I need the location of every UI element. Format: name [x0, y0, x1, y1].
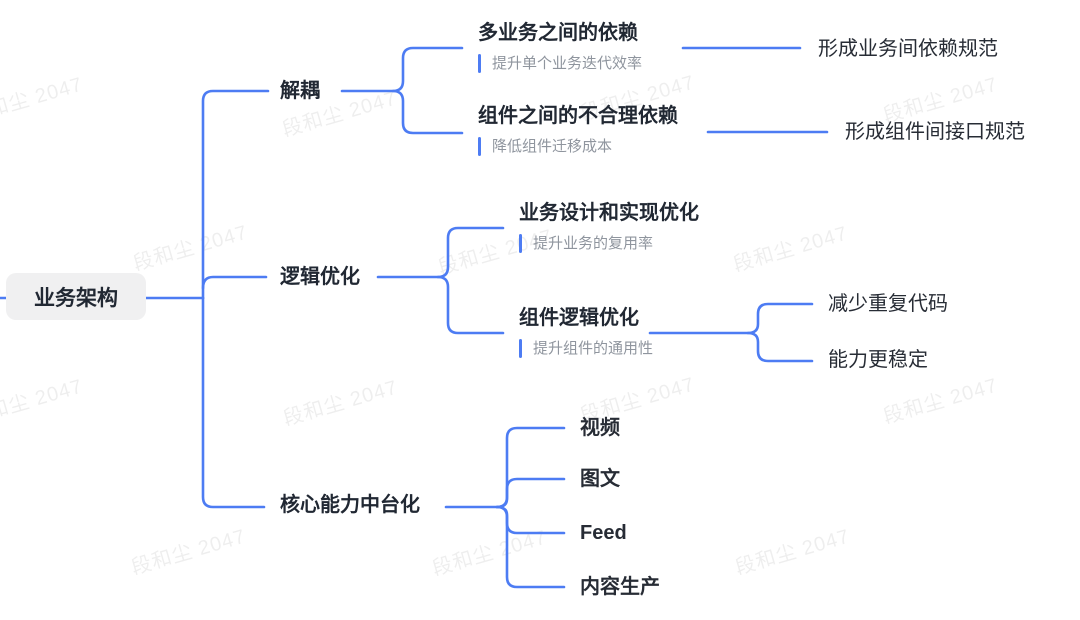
node-jieou[interactable]: 解耦 [280, 80, 320, 102]
node-note: 降低组件迁移成本 [478, 136, 678, 157]
connector-luoji-zujianluoji [436, 275, 505, 335]
node-guifan-zujian[interactable]: 形成组件间接口规范 [845, 121, 1025, 143]
note-text: 提升单个业务迭代效率 [492, 55, 643, 72]
connector-zujianluoji-nengli [746, 331, 814, 363]
note-bar-icon [478, 137, 481, 156]
connector-jieou-zujianyilai [391, 89, 464, 135]
node-title: 业务设计和实现优化 [519, 202, 699, 224]
node-title: 组件逻辑优化 [519, 307, 639, 329]
connector-jieou-duoyewu [340, 46, 464, 93]
node-hexin[interactable]: 核心能力中台化 [280, 494, 420, 516]
node-note: 提升组件的通用性 [519, 338, 653, 359]
root-node-box: 业务架构 [6, 273, 146, 320]
node-zujian-yilai[interactable]: 组件之间的不合理依赖 降低组件迁移成本 [478, 102, 678, 157]
node-duo-yewu[interactable]: 多业务之间的依赖 提升单个业务迭代效率 [478, 19, 642, 74]
node-title: 多业务之间的依赖 [478, 22, 638, 44]
node-note: 提升业务的复用率 [519, 233, 699, 254]
node-note: 提升单个业务迭代效率 [478, 53, 642, 74]
connector-trunk-hexin [201, 296, 266, 509]
note-text: 提升业务的复用率 [533, 235, 654, 252]
node-guifan-yewu[interactable]: 形成业务间依赖规范 [818, 38, 998, 60]
connector-zujianluoji-jianshao [648, 302, 814, 335]
note-bar-icon [519, 234, 522, 253]
connector-trunk-luoji [201, 275, 268, 290]
node-nengli[interactable]: 能力更稳定 [828, 349, 928, 371]
node-neirong[interactable]: 内容生产 [580, 576, 660, 598]
node-tuwen[interactable]: 图文 [580, 468, 620, 490]
connector-trunk-jieou [201, 89, 270, 300]
note-bar-icon [519, 339, 522, 358]
node-feed[interactable]: Feed [580, 522, 627, 544]
connector-hexin-shipin [444, 426, 566, 509]
connector-hexin-neirong [495, 505, 566, 589]
connector-luoji-yewusheji [376, 226, 505, 279]
node-yewu-sheji[interactable]: 业务设计和实现优化 提升业务的复用率 [519, 199, 699, 254]
note-text: 提升组件的通用性 [533, 340, 654, 357]
node-root[interactable]: 业务架构 [6, 273, 146, 320]
node-jianshao[interactable]: 减少重复代码 [828, 293, 948, 315]
node-shipin[interactable]: 视频 [580, 417, 620, 439]
note-bar-icon [478, 54, 481, 73]
node-zujian-luoji[interactable]: 组件逻辑优化 提升组件的通用性 [519, 304, 653, 359]
note-text: 降低组件迁移成本 [492, 138, 613, 155]
node-title: 组件之间的不合理依赖 [478, 105, 678, 127]
node-luoji[interactable]: 逻辑优化 [280, 266, 360, 288]
connector-hexin-tuwen [495, 477, 566, 509]
